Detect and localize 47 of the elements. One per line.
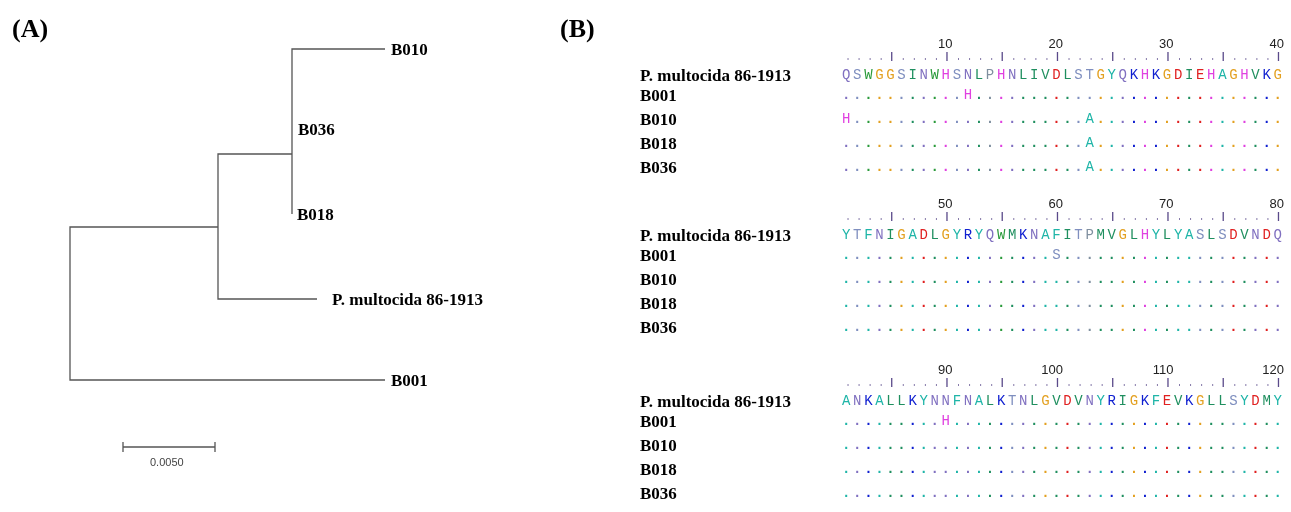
taxon-label: B010 — [391, 40, 428, 60]
sequence-name: B010 — [640, 436, 677, 456]
sequence-row: ........................................ — [842, 461, 1285, 477]
sequence-row: ........................................ — [842, 271, 1285, 287]
sequence-row: ........................................ — [842, 319, 1285, 335]
sequence-name: B018 — [640, 294, 677, 314]
position-number: 40 — [1268, 36, 1284, 51]
position-number: 70 — [1158, 196, 1174, 211]
sequence-row: ........................................ — [842, 485, 1285, 501]
sequence-row: .........H.............................. — [842, 413, 1285, 429]
sequence-name: P. multocida 86-1913 — [640, 66, 791, 86]
sequence-name: B001 — [640, 86, 677, 106]
position-number: 100 — [1040, 362, 1063, 377]
position-number: 20 — [1047, 36, 1063, 51]
sequence-name: B001 — [640, 412, 677, 432]
sequence-row: ........................................ — [842, 437, 1285, 453]
sequence-name: B036 — [640, 484, 677, 504]
taxon-label: B001 — [391, 371, 428, 391]
position-number: 60 — [1047, 196, 1063, 211]
position-number: 90 — [937, 362, 953, 377]
position-number: 50 — [937, 196, 953, 211]
sequence-name: B036 — [640, 158, 677, 178]
position-number: 30 — [1158, 36, 1174, 51]
sequence-row: H.....................A................. — [842, 111, 1285, 127]
taxon-label: B036 — [298, 120, 335, 140]
position-number: 120 — [1261, 362, 1284, 377]
position-number: 10 — [937, 36, 953, 51]
position-number: 110 — [1151, 362, 1174, 377]
sequence-row: ......................A................. — [842, 135, 1285, 151]
sequence-row: ........................................ — [842, 295, 1285, 311]
panel-label: (A) — [12, 14, 49, 44]
taxon-label: B018 — [297, 205, 334, 225]
scale-value: 0.0050 — [150, 456, 184, 468]
sequence-name: B018 — [640, 460, 677, 480]
sequence-row: ...........H............................ — [842, 87, 1285, 103]
sequence-row: ......................A................. — [842, 159, 1285, 175]
sequence-row: ...................S.................... — [842, 247, 1285, 263]
panel-label: (B) — [560, 14, 595, 44]
taxon-label: P. multocida 86-1913 — [332, 290, 483, 310]
sequence-name: B036 — [640, 318, 677, 338]
sequence-name: P. multocida 86-1913 — [640, 226, 791, 246]
sequence-name: B010 — [640, 270, 677, 290]
sequence-name: B010 — [640, 110, 677, 130]
position-number: 80 — [1268, 196, 1284, 211]
sequence-name: B018 — [640, 134, 677, 154]
sequence-name: P. multocida 86-1913 — [640, 392, 791, 412]
sequence-name: B001 — [640, 246, 677, 266]
